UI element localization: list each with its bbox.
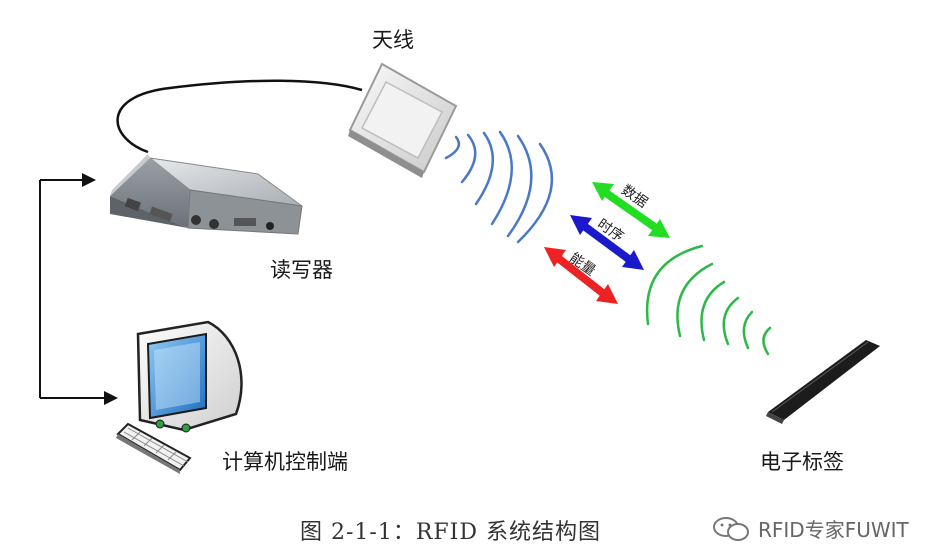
watermark: RFID专家FUWIT <box>712 514 909 543</box>
antenna-label: 天线 <box>372 28 414 52</box>
connection-lines <box>39 79 363 405</box>
electronic-tag <box>766 340 880 424</box>
tag-waves <box>645 244 772 356</box>
figure-caption: 图 2-1-1：RFID 系统结构图 <box>300 520 602 545</box>
reader-label: 读写器 <box>270 258 333 282</box>
arrowhead-reader <box>82 173 96 187</box>
reader-device <box>110 154 303 235</box>
energy-arrow: 能量 <box>544 247 618 304</box>
arrowhead-computer <box>104 391 118 405</box>
antenna-waves <box>444 130 554 244</box>
tag-label: 电子标签 <box>760 450 844 474</box>
computer <box>116 320 243 474</box>
reader-antenna-cable <box>116 79 363 154</box>
computer-label: 计算机控制端 <box>222 450 348 474</box>
antenna <box>348 62 458 178</box>
watermark-text: RFID专家FUWIT <box>758 518 909 542</box>
wechat-icon <box>713 516 749 541</box>
